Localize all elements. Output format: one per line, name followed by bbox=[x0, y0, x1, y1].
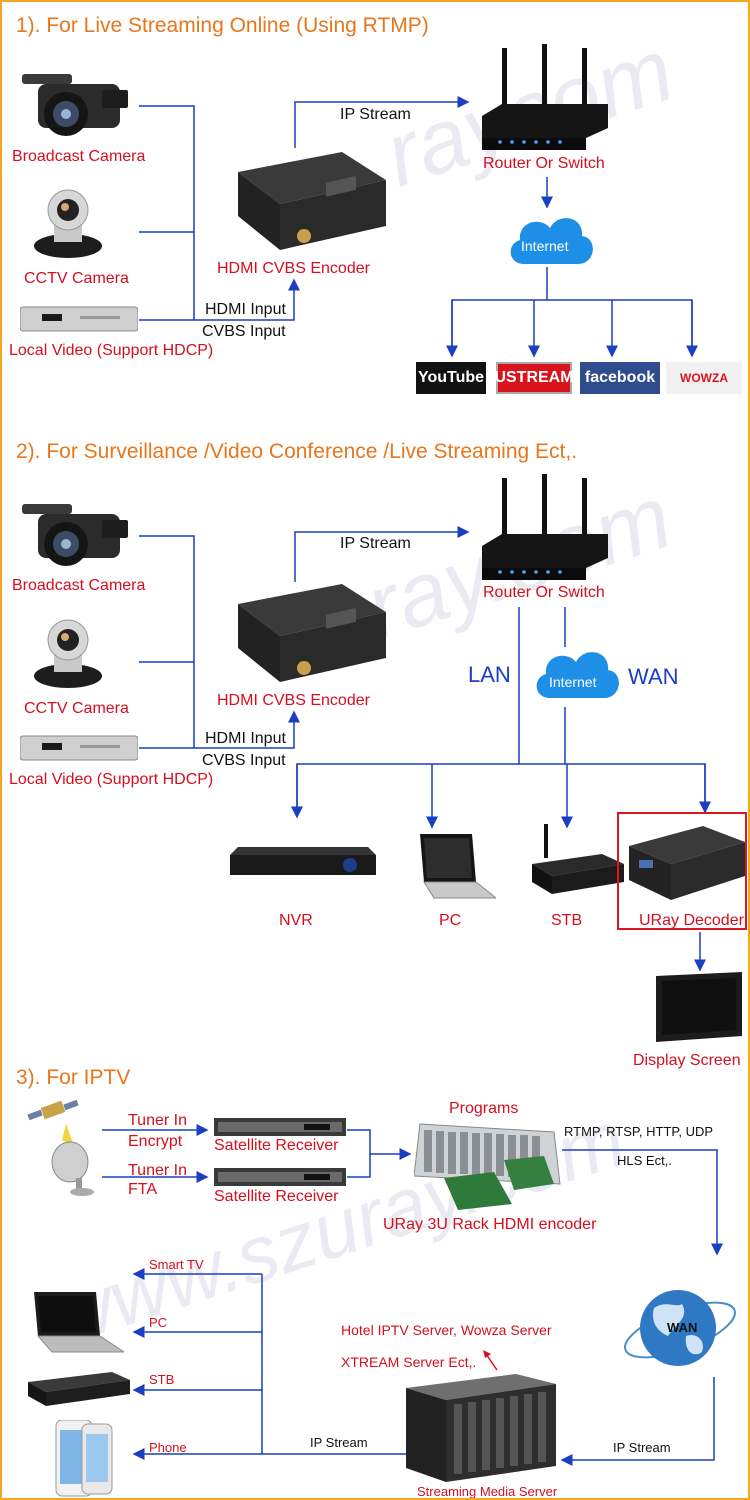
nvr-label: NVR bbox=[279, 912, 313, 929]
hdmi-input-label: HDMI Input bbox=[205, 301, 286, 318]
internet-label: Internet bbox=[549, 674, 597, 690]
encoder-label: HDMI CVBS Encoder bbox=[217, 260, 370, 277]
wan-globe-icon bbox=[620, 1274, 740, 1389]
facebook-logo: facebook bbox=[580, 362, 660, 394]
hls-label: HLS Ect,. bbox=[617, 1153, 672, 1168]
server-types-label: Hotel IPTV Server, Wowza Server bbox=[341, 1322, 552, 1338]
section2-title: 2). For Surveillance /Video Conference /… bbox=[16, 440, 578, 463]
ip-stream-label: IP Stream bbox=[340, 106, 411, 123]
pc-label: PC bbox=[149, 1315, 168, 1330]
tuner-in-label: Tuner In bbox=[128, 1112, 187, 1129]
phone-label: Phone bbox=[149, 1440, 187, 1455]
youtube-logo: YouTube bbox=[416, 362, 486, 394]
stb-box-icon bbox=[532, 824, 624, 901]
cctv-camera-icon bbox=[32, 182, 104, 265]
local-video-label: Local Video (Support HDCP) bbox=[9, 771, 214, 788]
wan-label: WAN bbox=[628, 664, 679, 689]
ustream-logo: USTREAM bbox=[494, 362, 574, 394]
router-label: Router Or Switch bbox=[483, 584, 605, 601]
hdmi-cvbs-encoder-icon bbox=[234, 582, 388, 695]
stb-label: STB bbox=[551, 912, 583, 929]
satellite-dish-icon bbox=[16, 1099, 106, 1203]
uray-decoder-highlight: URay Decoder bbox=[617, 812, 747, 930]
hdmi-input-label: HDMI Input bbox=[205, 730, 286, 747]
fta-label: FTA bbox=[128, 1181, 158, 1198]
router-icon bbox=[482, 42, 610, 159]
cvbs-input-label: CVBS Input bbox=[202, 323, 286, 340]
satellite-receiver-icon bbox=[214, 1168, 346, 1191]
stb-box-icon bbox=[28, 1372, 130, 1411]
pc-label: PC bbox=[439, 912, 462, 929]
router-label: Router Or Switch bbox=[483, 155, 605, 172]
ip-stream-label: IP Stream bbox=[613, 1440, 671, 1455]
protocols-label: RTMP, RTSP, HTTP, UDP bbox=[564, 1124, 714, 1139]
local-video-label: Local Video (Support HDCP) bbox=[9, 342, 214, 359]
cctv-camera-label: CCTV Camera bbox=[24, 270, 129, 287]
cvbs-input-label: CVBS Input bbox=[202, 752, 286, 769]
programs-label: Programs bbox=[449, 1100, 519, 1117]
pc-laptop-icon bbox=[414, 834, 498, 909]
lan-label: LAN bbox=[468, 662, 511, 687]
ip-stream-label: IP Stream bbox=[340, 535, 411, 552]
rack-encoder-label: URay 3U Rack HDMI encoder bbox=[383, 1216, 597, 1233]
wan-globe-label: WAN bbox=[667, 1320, 698, 1335]
section3-title: 3). For IPTV bbox=[16, 1066, 131, 1089]
internet-cloud-icon bbox=[504, 210, 596, 273]
hdmi-cvbs-encoder-icon bbox=[234, 150, 388, 263]
server-types-label: XTREAM Server Ect,. bbox=[341, 1354, 477, 1370]
router-icon bbox=[482, 472, 610, 589]
stb-label: STB bbox=[149, 1372, 175, 1387]
ip-stream-label: IP Stream bbox=[310, 1435, 368, 1450]
nvr-device-icon bbox=[230, 847, 376, 882]
laptop-icon bbox=[26, 1292, 126, 1359]
broadcast-camera-label: Broadcast Camera bbox=[12, 148, 146, 165]
broadcast-camera-label: Broadcast Camera bbox=[12, 577, 146, 594]
broadcast-camera-icon bbox=[16, 60, 134, 149]
satellite-receiver-label: Satellite Receiver bbox=[214, 1188, 339, 1205]
broadcast-camera-icon bbox=[16, 490, 134, 579]
encoder-label: HDMI CVBS Encoder bbox=[217, 692, 370, 709]
satellite-receiver-label: Satellite Receiver bbox=[214, 1137, 339, 1154]
decoder-label: URay Decoder bbox=[639, 912, 744, 929]
phone-icon bbox=[52, 1419, 114, 1498]
media-server-label: Streaming Media Server bbox=[417, 1484, 558, 1499]
rack-hdmi-encoder-icon bbox=[413, 1120, 564, 1215]
display-screen-icon bbox=[652, 972, 746, 1053]
section1-title: 1). For Live Streaming Online (Using RTM… bbox=[16, 14, 429, 37]
cctv-camera-icon bbox=[32, 612, 104, 695]
internet-label: Internet bbox=[521, 238, 569, 254]
display-screen-label: Display Screen bbox=[633, 1052, 741, 1069]
smart-tv-label: Smart TV bbox=[149, 1257, 204, 1272]
satellite-receiver-icon bbox=[214, 1118, 346, 1141]
streaming-media-server-icon bbox=[406, 1374, 556, 1487]
cctv-camera-label: CCTV Camera bbox=[24, 700, 129, 717]
encrypt-label: Encrypt bbox=[128, 1133, 183, 1150]
local-video-player-icon bbox=[19, 733, 139, 768]
wowza-logo: WOWZA bbox=[666, 362, 742, 394]
internet-cloud-icon bbox=[530, 644, 622, 707]
tuner-in-label: Tuner In bbox=[128, 1162, 187, 1179]
local-video-player-icon bbox=[19, 304, 139, 339]
pointer-line bbox=[485, 1353, 498, 1371]
